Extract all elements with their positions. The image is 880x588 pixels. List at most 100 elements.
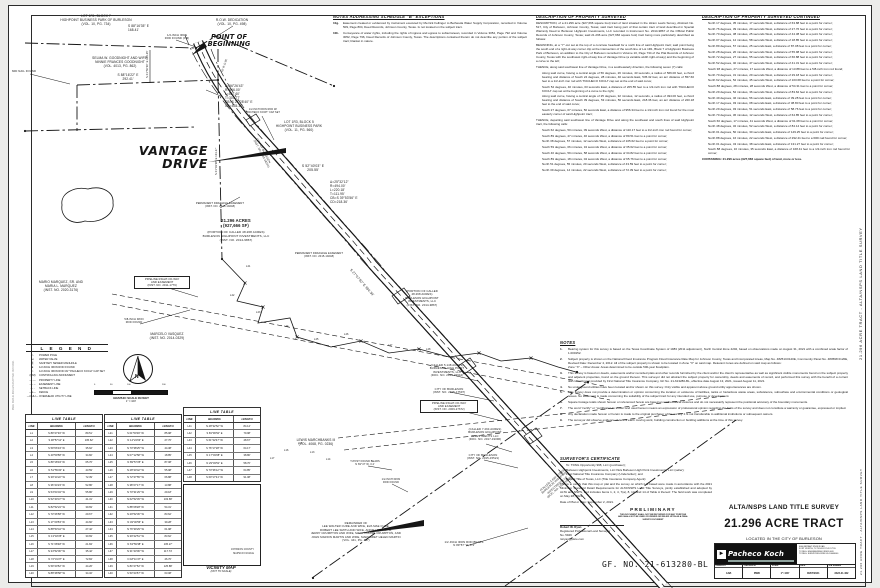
location-line-1: LOCATED IN THE CITY OF BURLESON <box>746 536 822 542</box>
firm-logo: ► Pacheco Koch <box>715 544 797 564</box>
vicinity-caption: VICINITY MAP (NOT TO SCALE) <box>183 565 259 574</box>
label-irf-mid: 1/2-INCH IRON ROD FOUND <box>381 478 401 485</box>
line-tag-l44: L44 <box>284 325 289 328</box>
field-value: 06/07/2021 <box>806 571 820 575</box>
note-number: 1. <box>560 346 563 351</box>
surveyor-signature: Robert W. Ryan Registered Professional L… <box>560 524 624 542</box>
description-paragraph: THENCE, departing said southwest line of… <box>536 117 694 126</box>
right-margin-title-top: 21.296 ACRE TRACT - ALTA/NSPS LAND TITLE… <box>858 227 863 360</box>
firm-block-top: ► Pacheco Koch 4060 BRYANT IRVIN ROAD FO… <box>715 544 855 565</box>
legend-item: —·— PROPERTY LINE <box>26 379 108 383</box>
legend-items: -○- POWER POLE ⋈ WATER VALVE Ⓢ SANITARY … <box>26 354 108 400</box>
note-text: The surveyor did observe evidence of rec… <box>568 418 744 423</box>
note-number: 8. <box>560 412 563 417</box>
line-tag-l16: L16 <box>284 449 289 452</box>
description-continued-calls: North 17 degrees, 35 minutes, 17 seconds… <box>702 20 850 156</box>
legend-label: WATER VALVE <box>39 357 58 361</box>
note-text: The word "certify" or "certificate" as s… <box>568 406 847 411</box>
certificate-section: SURVEYOR'S CERTIFICATE To: TDNG Opportun… <box>560 456 712 542</box>
description-call: North 51 degrees, 55 minutes, 20 seconds… <box>542 162 667 167</box>
label-pipeline-easement-1: PIPELINE RIGHT-OF-WAY AND EASEMENT (INST… <box>134 276 191 290</box>
certificate-to-line: Burleson Highpoint Investments, LLC f/k/… <box>566 467 685 472</box>
label-point-of-beginning: POINT OF BEGINNING <box>207 33 251 49</box>
scale-ticks: 0 50 100 200 <box>94 384 168 387</box>
legend-symbol: ● <box>31 366 34 370</box>
item-number: 10g. <box>333 20 340 25</box>
description-call: North 48 degrees, 32 minutes, 52 seconds… <box>708 124 833 129</box>
label-tpost: T-POST FOUND BEARS N 69°47' W, 0.2' <box>350 460 380 467</box>
preliminary-note: THIS DOCUMENT SHALL NOT BE RECORDED FOR … <box>618 513 688 521</box>
line-table-title: LINE TABLE <box>184 408 260 416</box>
description-call: North 01 degrees, 50 minutes, 30 seconds… <box>708 130 834 135</box>
vicinity-subtitle: (NOT TO SCALE) <box>210 569 232 573</box>
certificate-body: This is to certify that this map or plat… <box>560 481 712 498</box>
legend-item: —x— FENCE <box>26 391 108 395</box>
label-curve2-data: Δ=25°32'12" R=494.00' L=220.18' T=111.95… <box>330 180 358 204</box>
schedule-b-item: 10g. Easement created or evidenced by in… <box>333 20 527 30</box>
legend-symbol: —x— <box>29 391 36 395</box>
description-call: South 88 degrees, 28 minutes, 28 seconds… <box>708 84 834 89</box>
label-goodnight-owner: SELMA W. GOODNIGHT AND WIFE, NINNIE FRAN… <box>92 56 148 68</box>
label-vasquez-owner: MARCELO VASQUEZ (INST. NO. 2014-0329) <box>149 332 185 340</box>
scale-tick-50: 50 <box>110 383 113 386</box>
description-call: North 62 degrees, 52 minutes, 45 seconds… <box>708 78 835 83</box>
description-title: DESCRIPTION OF PROPERTY SURVEYED <box>536 14 626 19</box>
label-vantage-drive: VANTAGE DRIVE <box>138 143 208 172</box>
note-number: 6. <box>560 400 563 405</box>
firm-field: DATE 06/07/2021 <box>799 565 828 578</box>
label-curve1-data: Δ=56°26'43" R=566.00' L=557.60' T=303.77… <box>225 84 253 108</box>
note-text: No underground utilities have been locat… <box>568 384 762 389</box>
description-call: South 52 degrees, 40 minutes, 03 seconds… <box>542 84 694 93</box>
note-text: Bearing system for this survey is based … <box>568 346 848 355</box>
preliminary-stamp: PRELIMINARY <box>630 507 676 513</box>
description-call: North 17 degrees, 35 minutes, 17 seconds… <box>708 20 833 25</box>
certificate-date: Date of Plat or Map: September 2, 2021. <box>560 499 614 504</box>
line-tag-l43: L43 <box>256 311 261 314</box>
label-marchbanks-owner: LEWIS MARCHBANKS III (VOL. 4068, PG. 023… <box>296 438 336 446</box>
note-item: 8. Any declaration made hereon or herein… <box>560 412 848 417</box>
firm-logo-mark-icon: ► <box>717 549 726 559</box>
label-called-5148: (CALLED 5.148 ACRES) BURLESON HIGH POINT… <box>429 363 465 378</box>
certificate-to-line: Capital Title of Texas, LLC (Title Insur… <box>566 477 647 482</box>
description-call: South 38 degrees, 27 minutes, 17 seconds… <box>708 66 844 71</box>
description-continued-title: DESCRIPTION OF PROPERTY SURVEYED CONTINU… <box>702 14 820 19</box>
description-call: South 89 degrees, 47 minutes, 46 seconds… <box>542 133 668 138</box>
note-number: 5. <box>560 390 563 395</box>
legend-label: 1/2-INCH IRON ROD W/ "PACHECO KOCH" CAP … <box>39 370 105 374</box>
description-call: North 29 degrees, 03 minutes, 51 seconds… <box>708 107 832 112</box>
label-marquez-owner: MARIO MARQUEZ, SR. AND MARIA L. MARQUEZ … <box>39 280 83 292</box>
label-lot1r3: LOT 1R3, BLOCK 5 HIGHPOINT BUSINESS PARK… <box>275 120 323 132</box>
schedule-b-item: 10h. Conveyance of water rights, includi… <box>333 30 527 44</box>
firm-field: CHECKED BY RWB <box>743 565 772 578</box>
firm-field: DRAWN BY AAB <box>715 565 744 578</box>
legend-item: - - - SETBACK LINE <box>26 387 108 391</box>
line-tag-l48: L48 <box>426 348 431 351</box>
certificate-to-lines: To: TDNG Opportunity 998, LLC (purchaser… <box>560 463 712 482</box>
item-text: Conveyance of water rights, including th… <box>343 30 527 43</box>
description-call: South 40 degrees, 59 minutes, 58 seconds… <box>542 150 668 155</box>
description-call: South 88 degrees, 16 minutes, 35 seconds… <box>708 147 850 156</box>
legend-label: FENCE <box>39 391 49 395</box>
note-number: 2. <box>560 356 563 361</box>
legend-symbol: —·— <box>29 378 36 382</box>
field-label: JOB NUMBER <box>827 565 856 569</box>
note-text: This survey does not provide a determina… <box>568 390 848 399</box>
note-number: 4. <box>560 384 563 389</box>
